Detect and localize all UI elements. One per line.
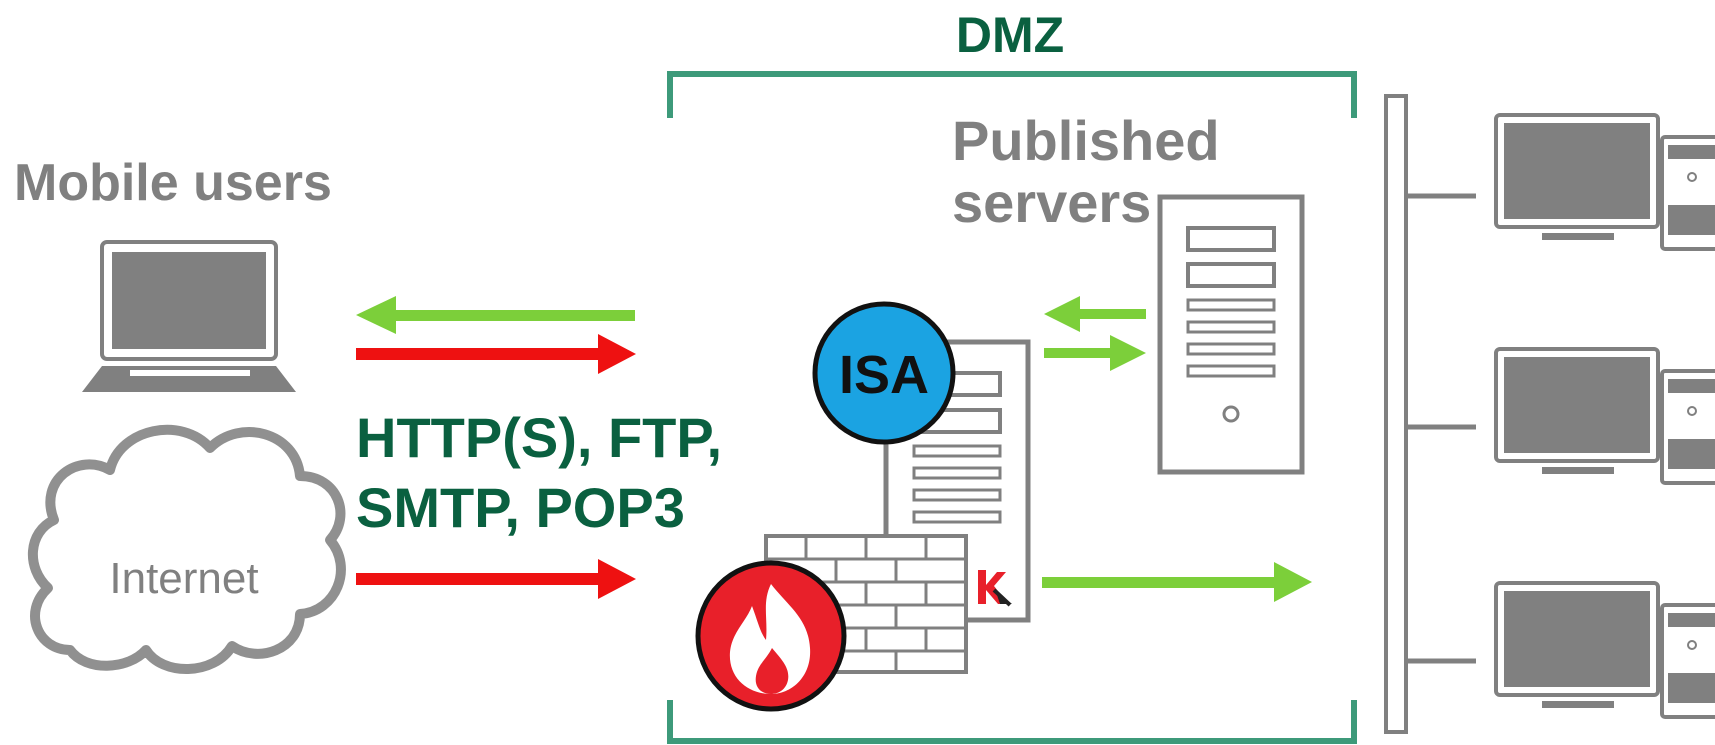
- server-request-arrow: [1044, 335, 1146, 371]
- protocols-line-1: HTTP(S), FTP,: [356, 406, 722, 469]
- protocols-line-2: SMTP, POP3: [356, 476, 685, 539]
- kaspersky-logo-icon: [978, 570, 1012, 607]
- isa-badge: [812, 301, 956, 445]
- server-tower-icon: [1157, 194, 1305, 475]
- isa-badge-label: ISA: [839, 345, 929, 405]
- dmz-label: DMZ: [956, 7, 1064, 63]
- desktop-computer-icon: [1494, 113, 1715, 251]
- fire-icon: [695, 560, 847, 712]
- published-servers-line-1: Published: [952, 109, 1220, 172]
- cloud-icon: [28, 424, 346, 674]
- internet-label: Internet: [109, 554, 258, 603]
- dmz-top-bracket: [667, 71, 1357, 118]
- lan-forward-arrow: [1042, 562, 1312, 602]
- laptop-icon: [82, 240, 296, 392]
- inbound-green-arrow: [356, 296, 635, 334]
- desktop-computer-icon: [1494, 347, 1715, 485]
- desktop-computer-icon: [1494, 581, 1715, 719]
- published-servers-line-2: servers: [952, 171, 1151, 234]
- outbound-red-arrow-bottom: [356, 559, 636, 599]
- server-response-arrow: [1044, 296, 1146, 332]
- outbound-red-arrow-top: [356, 334, 636, 374]
- network-bus-icon: [1384, 94, 1476, 734]
- mobile-users-label: Mobile users: [14, 154, 332, 212]
- dmz-bottom-bracket: [667, 700, 1357, 744]
